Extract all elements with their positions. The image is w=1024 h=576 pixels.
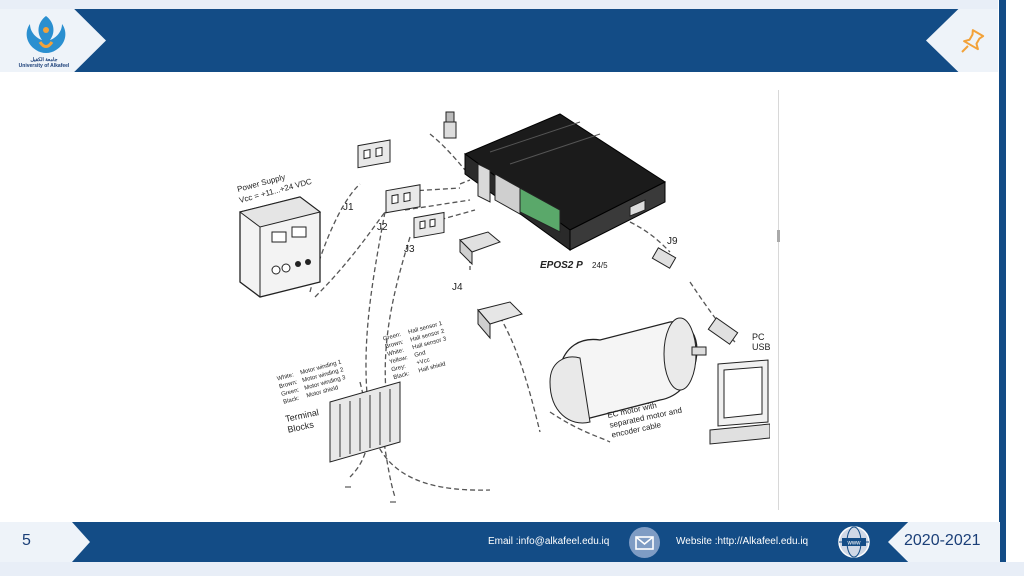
hall-wire-desc-4: Gnd [414, 350, 427, 359]
hall-wire-legend: Green: Hall sensor 1 Brown: Hall sensor … [383, 321, 448, 381]
svg-text:www: www [847, 541, 862, 547]
www-globe-icon[interactable]: www [836, 524, 872, 560]
controller-name: EPOS2 P [540, 260, 583, 271]
terminal-blocks-icon [329, 381, 401, 463]
page-number: 5 [22, 532, 31, 549]
connector-j3-icon [413, 211, 445, 239]
motor-wire-color-4: Black: [283, 396, 301, 406]
pc-label: PC [752, 332, 765, 342]
usb-connector-icon [651, 247, 739, 345]
power-supply-icon [238, 196, 322, 298]
footer-year: 2020-2021 [904, 532, 981, 549]
usb-label: USB [752, 342, 770, 352]
hall-wire-color-3: White: [387, 348, 405, 358]
hall-connector-icon [477, 301, 523, 340]
logo-caption-ar: جامعة الكفيل [30, 57, 58, 63]
year-badge [888, 522, 1000, 562]
page-number-badge [0, 522, 90, 562]
motor-wire-color-2: Brown: [279, 380, 299, 391]
hall-wire-color-1: Green: [383, 332, 403, 343]
header-top-strip [0, 0, 1024, 9]
logo-caption: جامعة الكفيل University of Alkafeel [14, 57, 74, 69]
footer-bottom-strip [0, 562, 1024, 576]
header-bar [0, 9, 960, 72]
footer-email[interactable]: Email :info@alkafeel.edu.iq [488, 536, 610, 547]
scroll-handle[interactable] [777, 230, 780, 242]
terminal-label: Terminal Blocks [284, 407, 324, 435]
connector-j1-icon [357, 139, 391, 169]
footer-bar [0, 522, 1000, 562]
hall-wire-color-2: Brown: [385, 340, 405, 351]
epos2-wiring-diagram: Power Supply Vcc = +11...+24 VDC J1 J2 J… [220, 20, 771, 512]
connector-j4-icon [459, 231, 501, 266]
hall-wire-color-4: Yellow: [389, 355, 409, 366]
label-j3: J3 [404, 244, 415, 255]
university-logo-icon [26, 16, 66, 53]
label-j9: J9 [667, 236, 678, 247]
pc-computer-icon [709, 359, 771, 445]
epos2-controller-icon [463, 20, 667, 251]
hall-wire-color-5: Grey: [391, 364, 407, 374]
pin-icon[interactable] [954, 28, 986, 54]
label-j2: J2 [377, 222, 388, 233]
controller-variant: 24/5 [592, 261, 608, 270]
hall-wire-color-6: Black: [393, 371, 411, 381]
label-j1: J1 [343, 202, 354, 213]
right-rail-line [999, 0, 1006, 576]
hall-wire-desc-5: +Vcc [416, 357, 431, 366]
motor-wire-legend: White: Motor winding 1 Brown: Motor wind… [277, 359, 347, 406]
screw-connector-icon [443, 111, 457, 139]
connector-j2-icon [385, 184, 421, 214]
label-j4: J4 [452, 282, 463, 293]
content-divider [778, 90, 779, 510]
motor-wire-color-1: White: [277, 372, 295, 382]
footer-website[interactable]: Website :http://Alkafeel.edu.iq [676, 536, 809, 547]
ec-motor-icon [549, 317, 707, 424]
ground-symbols [345, 486, 396, 503]
diagram-svg: Power Supply Vcc = +11...+24 VDC J1 J2 J… [236, 20, 771, 503]
motor-wire-color-3: Green: [281, 387, 301, 398]
logo-caption-en: University of Alkafeel [18, 63, 70, 69]
mail-icon[interactable] [629, 527, 660, 558]
